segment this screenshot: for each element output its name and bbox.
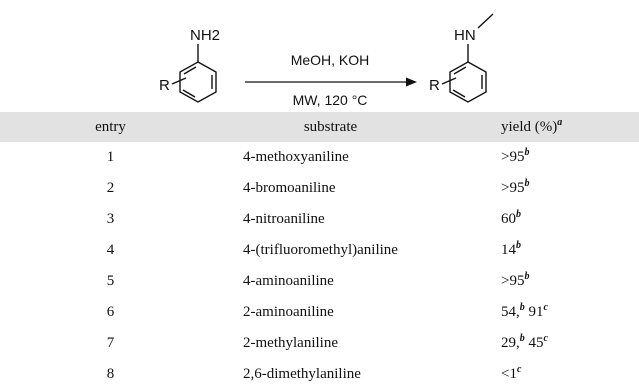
substrate-cell: 2-methylaniline — [243, 335, 338, 351]
yield-cell: >95b — [480, 178, 639, 197]
yield-value: >95 — [501, 180, 525, 196]
reaction-scheme: NH2 R MeOH, KOH MW, 120 °C HN R — [159, 13, 494, 108]
yield-cell: 54,b 91c — [480, 302, 639, 321]
yield-value-alt: 91 — [528, 304, 544, 320]
footnote-mark: b — [516, 209, 521, 220]
entry-cell: 4 — [106, 242, 115, 258]
yield-value: <1 — [501, 366, 517, 382]
substrate-cell: 4-(trifluoromethyl)aniline — [243, 242, 398, 258]
conditions-label: MW, 120 °C — [293, 92, 368, 108]
footnote-mark: c — [543, 333, 548, 344]
results-table: entry substrate yield (%)a 1 4-methoxyani… — [0, 112, 639, 390]
yield-cell: >95b — [480, 147, 639, 166]
table-row: 6 2-aminoaniline 54,b 91c — [0, 297, 639, 328]
substrate-cell: 4-nitroaniline — [243, 211, 325, 227]
yield-cell: 29,b 45c — [480, 333, 639, 352]
product-amine-label: HN — [454, 27, 476, 44]
footnote-mark: b — [524, 271, 530, 282]
entry-cell: 1 — [106, 149, 115, 165]
substrate-cell: 4-bromoaniline — [243, 180, 336, 196]
table-row: 4 4-(trifluoromethyl)aniline 14b — [0, 235, 639, 266]
yield-value: 29, — [501, 335, 520, 351]
table-row: 3 4-nitroaniline 60b — [0, 204, 639, 235]
yield-value-alt: 45 — [528, 335, 544, 351]
yield-cell: 60b — [480, 209, 639, 228]
substrate-cell: 4-aminoaniline — [243, 273, 334, 289]
product-substituent-label: R — [429, 77, 440, 94]
table-row: 2 4-bromoaniline >95b — [0, 173, 639, 204]
footnote-mark: b — [519, 333, 525, 344]
product-structure — [441, 13, 494, 103]
reagents-label: MeOH, KOH — [291, 52, 370, 68]
footnote-mark: c — [516, 364, 522, 375]
substrate-cell: 2-aminoaniline — [243, 304, 334, 320]
footnote-mark: a — [557, 116, 563, 128]
table-row: 5 4-aminoaniline >95b — [0, 266, 639, 297]
yield-cell: >95b — [480, 271, 639, 290]
footnote-mark: c — [543, 302, 548, 313]
footnote-mark: b — [519, 302, 525, 313]
yield-cell: 14b — [480, 240, 639, 259]
entry-cell: 3 — [106, 211, 115, 227]
header-yield: yield (%)a — [480, 116, 639, 136]
substrate-cell: 4-methoxyaniline — [243, 149, 349, 165]
yield-value: >95 — [501, 149, 525, 165]
reactant-amine-label: NH2 — [190, 27, 220, 44]
header-entry: entry — [95, 118, 126, 135]
entry-cell: 2 — [106, 180, 115, 196]
reactant-substituent-label: R — [159, 77, 170, 94]
entry-cell: 6 — [106, 304, 115, 320]
table-row: 8 2,6-dimethylaniline <1c — [0, 359, 639, 390]
table-row: 1 4-methoxyaniline >95b — [0, 142, 639, 173]
entry-cell: 5 — [106, 273, 115, 289]
footnote-mark: b — [516, 240, 521, 251]
reaction-arrow — [245, 77, 417, 87]
footnote-mark: b — [524, 178, 530, 189]
yield-value: 60 — [501, 211, 516, 227]
entry-cell: 8 — [106, 366, 115, 382]
footnote-mark: b — [524, 147, 530, 158]
substrate-cell: 2,6-dimethylaniline — [243, 366, 361, 382]
header-substrate: substrate — [303, 118, 358, 135]
reactant-structure — [171, 44, 217, 103]
entry-cell: 7 — [106, 335, 115, 351]
yield-value: 14 — [501, 242, 516, 258]
table-header: entry substrate yield (%)a — [0, 112, 639, 142]
table-row: 7 2-methylaniline 29,b 45c — [0, 328, 639, 359]
yield-value: >95 — [501, 273, 525, 289]
header-yield-label: yield (%) — [501, 118, 558, 135]
yield-cell: <1c — [480, 364, 639, 383]
yield-value: 54, — [501, 304, 520, 320]
